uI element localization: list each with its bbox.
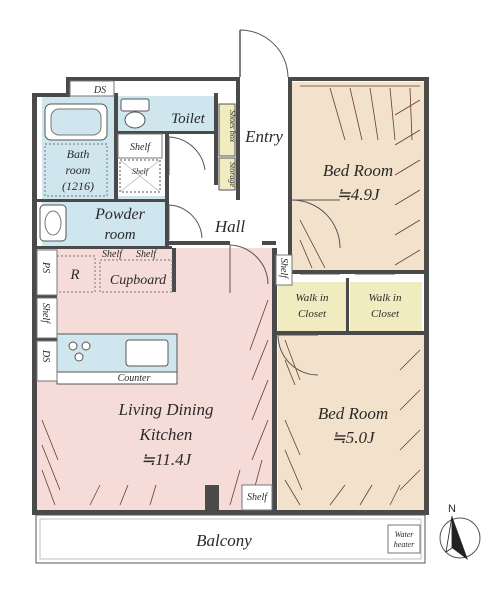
window-hatch-bedroom-1 [299, 85, 421, 269]
shelf-bath-box [117, 133, 163, 159]
powder-label-2: room [104, 227, 135, 243]
kitchen-counter [56, 333, 178, 385]
walk-in-closet-1 [278, 282, 346, 331]
shelf-left-label: Shelf [40, 303, 51, 324]
shoes-box-label: Shoes box [228, 110, 237, 143]
bedroom-2-label: Bed Room [318, 404, 388, 423]
ds-top-box [69, 80, 115, 97]
shelf-ldk-box [241, 484, 273, 511]
bath-label-3: (1216) [62, 179, 94, 193]
bedroom-2-door [277, 334, 319, 376]
wic-1-label-1: Walk in [296, 292, 329, 304]
bath-wash-area [44, 143, 108, 197]
shelf-left-box [36, 297, 58, 339]
ldk-label-1: Living Dining [118, 400, 214, 419]
wic-1-label-2: Closet [298, 308, 327, 320]
powder-room-floor [68, 196, 166, 248]
north-arrow-icon: N [439, 503, 481, 560]
cupboard-floor [100, 258, 176, 292]
storage-label: Storage [228, 162, 237, 187]
ldk-door [229, 244, 269, 293]
hall-label: Hall [214, 217, 246, 236]
ds-left-box [36, 340, 58, 382]
entry-label: Entry [244, 127, 283, 146]
wic-2-label-2: Closet [371, 308, 400, 320]
cupboard-label: Cupboard [110, 273, 167, 288]
bedroom-2-size: ≒5.0J [331, 428, 376, 447]
bedroom-1-label: Bed Room [323, 161, 393, 180]
ldk-label-2: Kitchen [139, 425, 193, 444]
wic-2-label-1: Walk in [369, 292, 402, 304]
shelf-hall-label: Shelf [278, 258, 289, 279]
shoes-box [218, 103, 236, 157]
water-heater-label-1: Water [395, 530, 415, 539]
toilet-door [168, 136, 206, 175]
ds-left-label: DS [40, 349, 51, 362]
walls [32, 77, 429, 564]
shelf-ldk-label: Shelf [247, 492, 268, 503]
ps-box [36, 249, 58, 296]
entry-door [239, 29, 289, 78]
counter-label: Counter [118, 373, 151, 384]
walk-in-closet-2 [350, 282, 422, 331]
ps-label: PS [40, 261, 51, 273]
shelf-b-label: Shelf [136, 249, 157, 260]
bathtub [44, 103, 108, 141]
bedroom-1-size: ≒4.9J [336, 185, 381, 204]
bedroom-2-floor [278, 335, 424, 510]
storage-box [218, 157, 236, 191]
water-heater-label-2: heater [394, 540, 415, 549]
bedroom-1-door [291, 199, 341, 249]
north-label: N [448, 503, 456, 515]
shelf-a-label: Shelf [102, 249, 123, 260]
toilet-bowl [120, 98, 150, 129]
cupboard-box [99, 259, 173, 293]
water-heater-box [387, 524, 421, 554]
balcony-label: Balcony [196, 531, 252, 550]
shelf-wash-label: Shelf [132, 167, 150, 176]
powder-door [168, 204, 203, 240]
washbasin [39, 204, 67, 242]
balcony-floor [36, 516, 425, 563]
bedroom-1-floor [292, 82, 424, 272]
entry-floor [238, 82, 292, 200]
toilet-label: Toilet [171, 111, 205, 127]
ldk-size: ≒11.4J [141, 450, 193, 469]
bath-label-2: room [66, 163, 91, 177]
bath-label-1: Bath [67, 147, 90, 161]
shelf-hall-box [275, 254, 293, 286]
refrigerator-label: R [69, 267, 79, 283]
window-hatch-ldk [41, 299, 269, 506]
ds-top-label: DS [93, 85, 106, 96]
powder-label-1: Powder [94, 206, 146, 223]
window-hatch-bedroom-2 [284, 339, 421, 506]
shelf-bath-label: Shelf [130, 142, 151, 153]
